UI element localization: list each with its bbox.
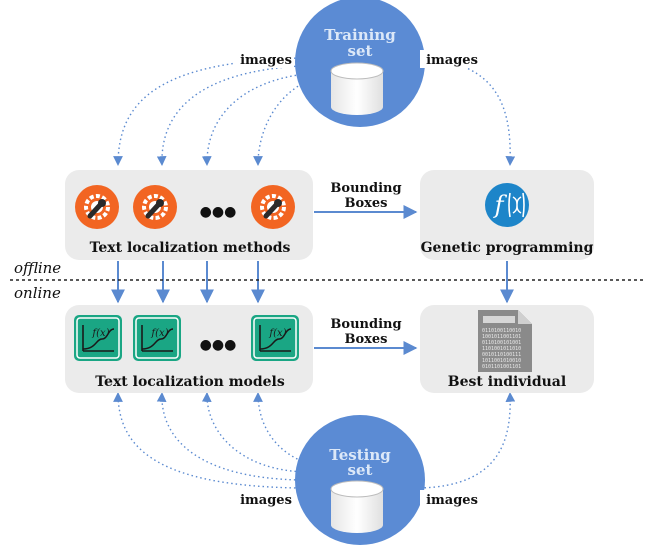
- models-box: f(x) f(x) ●●● f(x) Text localization mod…: [65, 305, 313, 393]
- fx-label: f(x): [268, 328, 286, 339]
- training-arrows: [111, 261, 514, 304]
- fx-label: f(x): [91, 328, 109, 339]
- images-label-bottom-right: images: [426, 493, 478, 508]
- arrow-test-model-2: [156, 392, 301, 481]
- arrow-train-method-1: [113, 57, 301, 166]
- training-set-label-line2: set: [348, 42, 373, 60]
- arrow-test-best: [419, 392, 516, 489]
- svg-text:1011001010010: 1011001010010: [482, 358, 521, 364]
- arrow-train-gp: [419, 57, 516, 166]
- svg-text:1101001011010: 1101001011010: [482, 346, 521, 352]
- best-box-label: Best individual: [448, 374, 566, 390]
- gp-box: f Genetic programming: [420, 170, 594, 260]
- methods-box: ●●● Text localization methods: [65, 170, 313, 260]
- bounding-box-arrows: [314, 205, 418, 355]
- gp-box-label: Genetic programming: [421, 240, 594, 256]
- wrench-gear-icon: [133, 185, 177, 229]
- wrench-gear-icon: [75, 185, 119, 229]
- arrow-train-method-2: [156, 65, 301, 166]
- methods-ellipsis: ●●●: [200, 204, 237, 220]
- f-dna-icon: f: [485, 183, 529, 227]
- svg-text:1001011001101: 1001011001101: [482, 334, 521, 340]
- function-chart-icon: f(x): [251, 315, 299, 361]
- online-label: online: [14, 284, 61, 302]
- fx-label: f(x): [150, 328, 168, 339]
- testing-set-label-line1: Testing: [329, 446, 391, 464]
- testing-set-node: Testing set: [295, 415, 425, 545]
- arrow-train-method-4: [253, 79, 311, 166]
- function-chart-icon: f(x): [133, 315, 181, 361]
- svg-text:0110100101001: 0110100101001: [482, 340, 521, 346]
- methods-box-label: Text localization methods: [90, 240, 291, 256]
- offline-label: offline: [14, 259, 61, 277]
- images-label-bottom-left: images: [240, 493, 292, 508]
- database-icon: [330, 62, 384, 115]
- training-set-label-line1: Training: [324, 26, 396, 44]
- images-label-top-right: images: [426, 53, 478, 68]
- svg-text:0110100110010: 0110100110010: [482, 328, 521, 334]
- models-box-label: Text localization models: [95, 374, 285, 390]
- bounding-boxes-label-top-line1: Bounding: [330, 181, 401, 196]
- models-ellipsis: ●●●: [200, 337, 237, 353]
- wrench-gear-icon: [251, 185, 295, 229]
- best-box: 0110100110010 1001011001101 011010010100…: [420, 305, 594, 393]
- arrow-test-model-3: [201, 392, 306, 473]
- svg-text:0010110100111: 0010110100111: [482, 352, 521, 358]
- testing-set-label-line2: set: [348, 461, 373, 479]
- training-set-node: Training set: [295, 0, 425, 127]
- bounding-boxes-label-bottom-line2: Boxes: [345, 332, 388, 347]
- binary-document-icon: 0110100110010 1001011001101 011010010100…: [478, 310, 532, 372]
- database-icon: [330, 480, 384, 533]
- bounding-boxes-label-top-line2: Boxes: [345, 196, 388, 211]
- bounding-boxes-label-bottom-line1: Bounding: [330, 317, 401, 332]
- function-chart-icon: f(x): [74, 315, 122, 361]
- svg-text:0101101001101: 0101101001101: [482, 364, 521, 370]
- arrow-test-model-1: [113, 392, 301, 489]
- images-label-top-left: images: [240, 53, 292, 68]
- arrow-train-method-3: [201, 73, 306, 166]
